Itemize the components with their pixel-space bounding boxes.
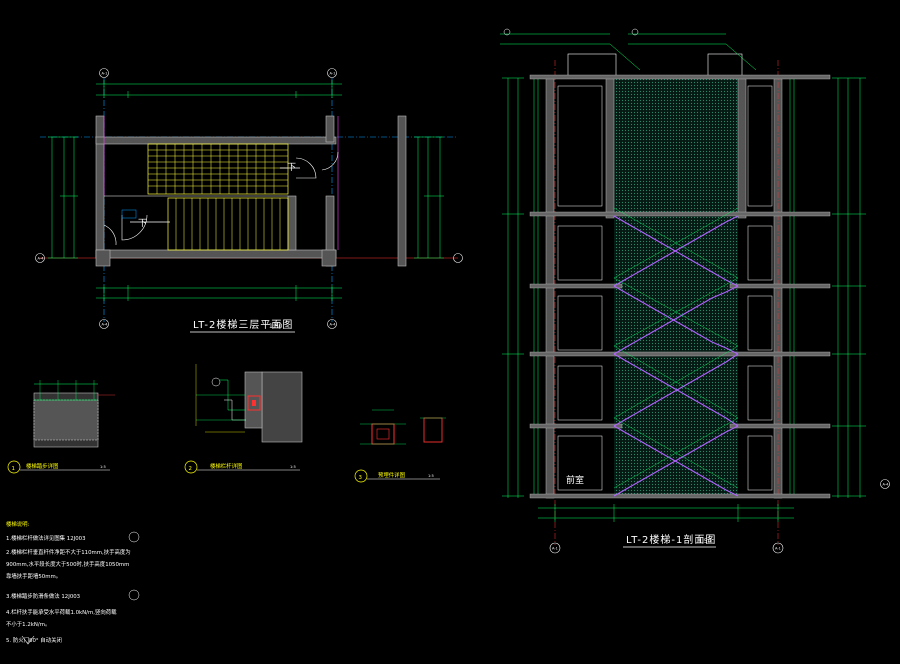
detail-1: 1 楼梯踏步详图 1:5	[7, 380, 115, 474]
axis-bubble: A-1	[549, 542, 561, 554]
detail-3: 3 预埋件详图 1:5	[354, 409, 446, 483]
note-line: 4.栏杆扶手能承受水平荷载1.0kN/m,竖向荷载	[6, 608, 117, 616]
detail-number: 2	[189, 466, 192, 472]
note-line: 3.楼梯踏步防滑条做法 12J003	[6, 592, 80, 600]
svg-text:A-4: A-4	[102, 323, 109, 327]
note-line: 900mm,水平段长度大于500时,扶手高度1050mm	[6, 560, 129, 568]
axis-bubble: A-1	[99, 68, 109, 78]
stair-section: A-1 A-1 A-4 前室 LT-2楼梯-1剖面图 1:50	[500, 28, 890, 554]
svg-text:A-1: A-1	[102, 72, 108, 76]
design-notes: 楼梯说明: 1.楼梯栏杆做法详见图集 12J003 2.楼梯栏杆垂直杆件净距不大…	[6, 520, 140, 645]
axis-bubble	[453, 253, 463, 263]
axis-bubble: A-4	[99, 319, 109, 329]
note-line: 2.楼梯栏杆垂直杆件净距不大于110mm,扶手高度为	[6, 548, 131, 556]
down-label: 下	[287, 163, 296, 173]
note-line: 靠墙扶手距墙50mm。	[6, 572, 61, 580]
detail-title: 楼梯踏步详图	[26, 462, 58, 470]
svg-text:A-1: A-1	[330, 72, 336, 76]
plan-title: LT-2楼梯三层平面图	[193, 318, 293, 331]
detail-number: 1	[12, 466, 15, 472]
detail-number: 3	[359, 475, 362, 481]
svg-text:A-4: A-4	[883, 483, 890, 487]
door-symbol-icon	[21, 635, 35, 645]
svg-text:A-4: A-4	[330, 323, 337, 327]
notes-heading: 楼梯说明:	[6, 520, 30, 528]
upper-stair-flight	[147, 143, 300, 195]
svg-text:A-1: A-1	[552, 547, 558, 551]
axis-bubble: A-1	[772, 542, 784, 554]
svg-text:A-4: A-4	[38, 257, 45, 261]
detail-scale: 1:5	[428, 474, 434, 478]
stair-plan: A-1 A-1 A-4 A-4 A-4	[35, 68, 463, 333]
detail-2: 2 楼梯栏杆详图 1:5	[184, 364, 303, 474]
dimension-lines-right	[414, 136, 444, 259]
detail-scale: 1:5	[100, 465, 106, 469]
dimension-lines-top	[96, 80, 342, 301]
note-line: 1.楼梯栏杆做法详见图集 12J003	[6, 534, 86, 542]
detail-scale: 1:5	[290, 465, 296, 469]
plan-walls	[95, 115, 407, 267]
section-scale: 1:50	[698, 538, 712, 545]
section-title: LT-2楼梯-1剖面图	[626, 533, 716, 546]
axis-bubble: A-4	[35, 253, 45, 263]
lower-stair-flight	[130, 197, 289, 251]
detail-title: 预埋件详图	[378, 471, 405, 479]
plan-scale: 1:50	[269, 323, 283, 330]
svg-text:A-1: A-1	[775, 547, 781, 551]
axis-bubble: A-4	[880, 479, 890, 489]
down-label: 下	[138, 219, 147, 229]
room-label: 前室	[566, 474, 584, 486]
dimension-lines-left	[48, 136, 78, 259]
detail-title: 楼梯栏杆详图	[210, 462, 242, 470]
door-swing	[103, 151, 339, 246]
note-line: 不小于1.2kN/m。	[6, 620, 50, 628]
axis-bubble: A-4	[327, 319, 337, 329]
note-line: 5. 防火门80° 自动关闭	[6, 636, 62, 644]
axis-bubble: A-1	[327, 68, 337, 78]
